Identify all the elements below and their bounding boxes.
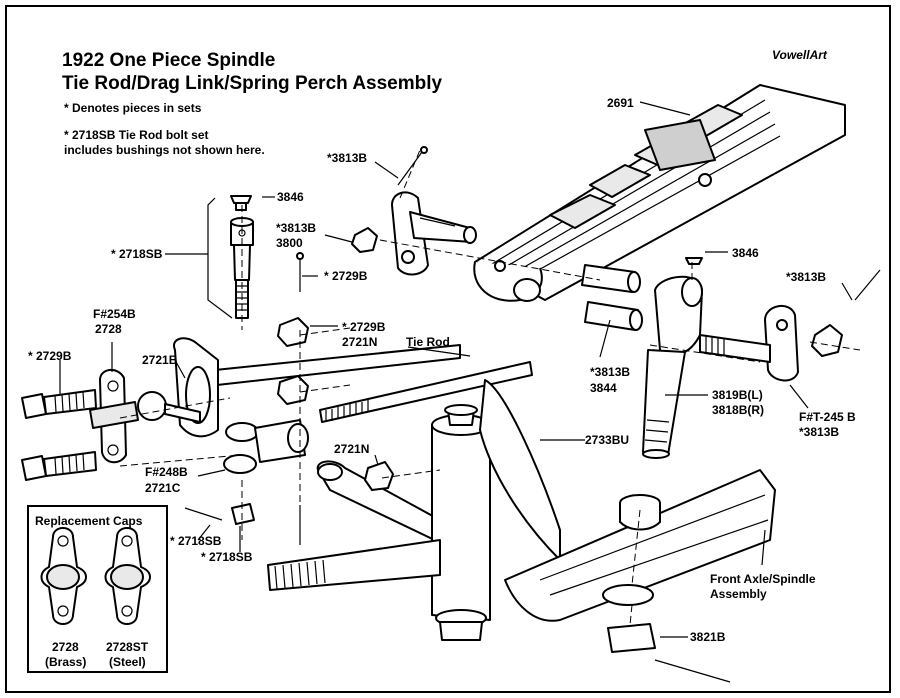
cap-2728st-steel (104, 527, 151, 625)
label-3813b-perch: *3813B (276, 221, 317, 235)
label-ft245b: F#T-245 B (799, 410, 856, 424)
label-3846-right: 3846 (732, 246, 759, 260)
nut-2729b-lower (277, 375, 309, 405)
cap-2728-material: (Brass) (45, 655, 87, 669)
label-tie-rod: Tie Rod (406, 335, 450, 349)
cap-2728-number: 2728 (52, 640, 79, 654)
label-3813b-top: *3813B (327, 151, 368, 165)
castle-nut-3813b-right (811, 324, 843, 357)
label-2721c: 2721C (145, 481, 181, 495)
bolt-2729b-lower (21, 451, 97, 481)
label-3821b: 3821B (690, 630, 726, 644)
note-bushings: includes bushings not shown here. (64, 143, 265, 157)
cotter-pin-3821b (654, 659, 731, 683)
spring-perch-3800 (391, 191, 477, 276)
label-2721b: 2721B (142, 353, 178, 367)
kingpin-head-3846 (685, 257, 703, 265)
perch-bracket-ft245b (699, 305, 799, 382)
note-sets: * Denotes pieces in sets (64, 101, 202, 115)
nut-2729b (277, 317, 309, 347)
label-2718sb-nut: * 2718SB (201, 550, 253, 564)
washer-3821b (602, 584, 654, 606)
cotter-pin-3813b (397, 151, 423, 186)
cap-2728-brass (40, 527, 87, 625)
cotter-pin-eye (420, 146, 428, 154)
label-2733bu: 2733BU (585, 433, 630, 447)
label-2729b-bolt: * 2729B (28, 349, 72, 363)
label-2718sb-bolt: * 2718SB (111, 247, 163, 261)
label-f248b: F#248B (145, 465, 188, 479)
nut-2718sb (231, 503, 255, 525)
label-2721n-mid: 2721N (334, 442, 370, 456)
cotter-pin-3813b-right (854, 269, 881, 301)
spindle-arm-3819b (642, 275, 703, 459)
diagram-title-line-2: Tie Rod/Drag Link/Spring Perch Assembly (62, 73, 443, 94)
label-3819b: 3819B(L) (712, 388, 763, 402)
castle-nut-3813b (351, 227, 378, 253)
bolt-2729b-upper (21, 389, 97, 419)
label-2691: 2691 (607, 96, 634, 110)
label-f254b: F#254B (93, 307, 136, 321)
cap-2728st-material: (Steel) (109, 655, 146, 669)
spindle-2733bu (267, 379, 561, 641)
diagram-title-line-1: 1922 One Piece Spindle (62, 50, 276, 71)
artist-credit: VowellArt (772, 48, 827, 62)
label-3813b-bushing: *3813B (590, 365, 631, 379)
replacement-caps-box: Replacement Caps 2728 (Brass) 2728ST (St… (27, 505, 168, 673)
label-3800: 3800 (276, 236, 303, 250)
leaf-spring-2691 (473, 84, 846, 302)
diagram-frame (5, 5, 891, 693)
castle-nut-3821b (607, 623, 656, 653)
cap-2728st-number: 2728ST (106, 640, 149, 654)
label-2721n-top: 2721N (342, 335, 378, 349)
bracket-2718sb (207, 197, 233, 319)
replacement-caps-art (40, 527, 151, 625)
label-3844: 3844 (590, 381, 617, 395)
label-front-axle-line-2: Assembly (710, 587, 767, 601)
label-3818b: 3818B(R) (712, 403, 765, 417)
note-bolt-set: * 2718SB Tie Rod bolt set (64, 128, 209, 142)
cotter-pin-2718sb (184, 507, 223, 521)
label-2729b-pin: * 2729B (324, 269, 368, 283)
label-2729b-nut: * 2729B (342, 320, 386, 334)
castle-nut-2721n (364, 461, 394, 491)
cotter-pin-2729b-eye (296, 252, 304, 260)
label-3813b-bracket: *3813B (799, 425, 840, 439)
label-front-axle-line-1: Front Axle/Spindle (710, 572, 816, 586)
ball-socket-2728 (89, 369, 139, 464)
label-3846-left: 3846 (277, 190, 304, 204)
label-3813b-right: *3813B (786, 270, 827, 284)
tie-rod-end-2721c (223, 419, 309, 474)
label-2718sb-pin: * 2718SB (170, 534, 222, 548)
replacement-caps-heading: Replacement Caps (35, 514, 143, 528)
label-2728: 2728 (95, 322, 122, 336)
